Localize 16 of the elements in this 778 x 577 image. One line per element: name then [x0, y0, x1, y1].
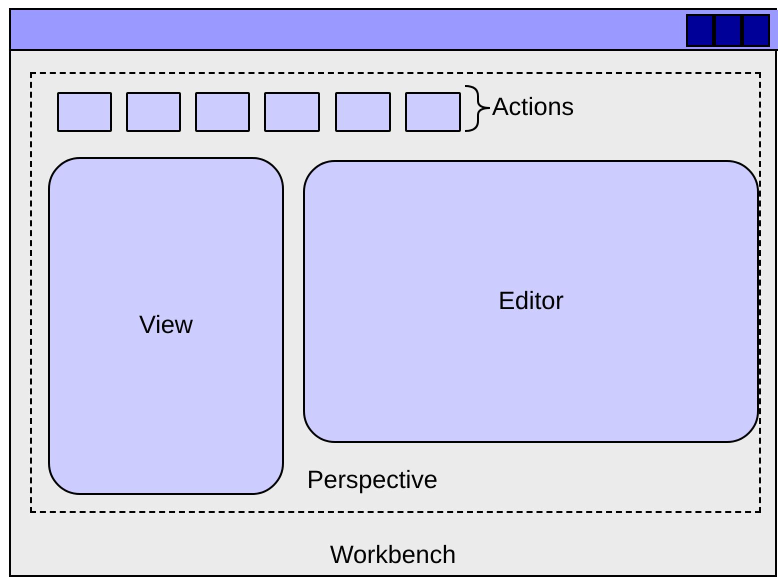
node-label: Editor: [498, 288, 564, 316]
title-bar: [11, 10, 778, 51]
node-label: Workbench: [330, 542, 456, 570]
node-label: Perspective: [307, 467, 438, 494]
node-label: View: [139, 312, 193, 340]
view-panel: [48, 157, 284, 495]
editor-panel: [303, 160, 759, 443]
action-box: [57, 92, 112, 132]
perspective-area: [30, 72, 761, 513]
action-box: [195, 92, 250, 132]
action-box: [405, 92, 461, 132]
workbench-frame: [9, 8, 777, 577]
annotation-label: Actions: [492, 94, 574, 122]
action-box: [335, 92, 391, 132]
action-box: [264, 92, 320, 132]
action-box: [126, 92, 181, 132]
